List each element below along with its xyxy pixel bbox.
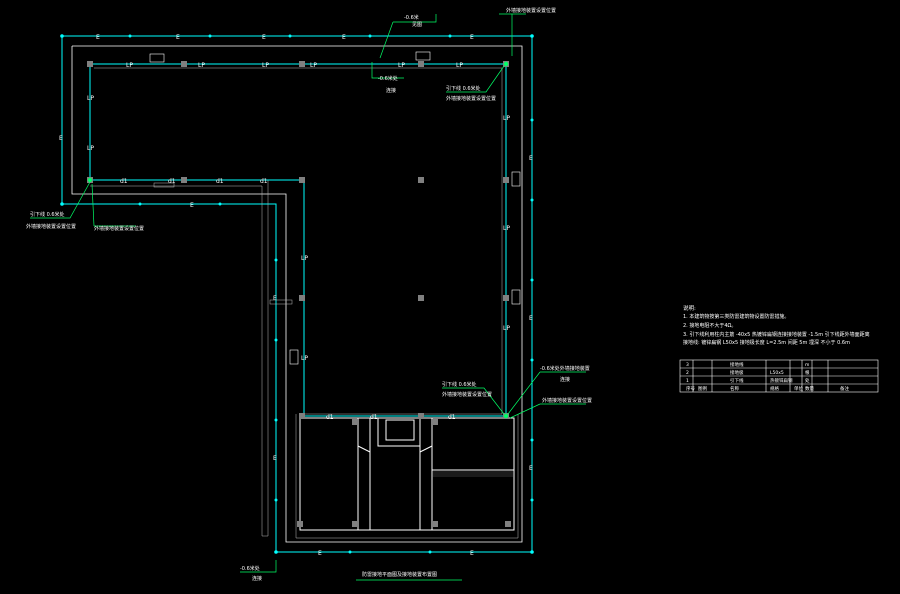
columns [87, 61, 511, 527]
svg-text:引下线 0.6米处: 引下线 0.6米处 [446, 85, 481, 92]
svg-text:引下线 0.6米处: 引下线 0.6米处 [30, 211, 65, 218]
svg-text:-0.6米处: -0.6米处 [240, 565, 260, 572]
callout-texts: -0.6米 见图 外墙接地装置设置位置 -0.6米处 连接 引下线 0.6米处 … [26, 7, 592, 582]
svg-text:d1: d1 [168, 178, 176, 185]
svg-text:E: E [96, 34, 100, 41]
svg-text:E: E [273, 295, 277, 302]
svg-text:E: E [470, 34, 474, 41]
svg-text:连接: 连接 [252, 575, 262, 582]
svg-text:E: E [470, 550, 474, 557]
svg-text:-0.6米处: -0.6米处 [378, 75, 398, 82]
notes-line-4: 接地线: 镀锌扁钢 L50x5 接地极长度 L=2.5m 间距 5m 埋深 不小… [683, 339, 850, 346]
svg-text:E: E [318, 550, 322, 557]
svg-text:E: E [59, 135, 63, 142]
legend-cell: 备注 [840, 385, 849, 392]
svg-text:E: E [342, 34, 346, 41]
svg-text:d1: d1 [120, 178, 128, 185]
svg-text:连接: 连接 [560, 376, 570, 383]
hatch-strip [432, 471, 514, 477]
svg-text:E: E [176, 34, 180, 41]
legend-cell: 图例 [698, 385, 707, 392]
notes-heading: 说明: [683, 304, 696, 312]
legend-cell: 2 [686, 370, 689, 376]
legend-cell: 3 [686, 362, 689, 368]
svg-text:LP: LP [398, 62, 405, 69]
svg-text:LP: LP [301, 255, 308, 262]
grounding-points [87, 61, 509, 419]
legend-cell: 处 [805, 377, 810, 384]
svg-text:LP: LP [87, 145, 94, 152]
notes-line-1: 1. 本建筑物按第三类防雷建筑物设置防雷措施。 [683, 313, 789, 320]
svg-text:LP: LP [87, 95, 94, 102]
legend-cell: 接地线 [730, 361, 744, 368]
svg-text:见图: 见图 [412, 22, 422, 28]
legend-table: 3 接地线 m 2 接地极 L50x5 根 1 引下线 热镀锌扁钢 处序号图例 名称 规格 单位数量 备注 [679, 359, 879, 393]
svg-text:LP: LP [301, 355, 308, 362]
grounding-ring [61, 35, 533, 553]
svg-text:d1: d1 [448, 414, 456, 421]
svg-text:E: E [529, 465, 533, 472]
ring-markers [60, 34, 534, 554]
notes-line-2: 2. 接地电阻不大于4Ω。 [683, 322, 736, 329]
svg-text:外墙接地装置设置位置: 外墙接地装置设置位置 [506, 7, 556, 14]
svg-text:LP: LP [262, 62, 269, 69]
svg-text:外墙接地装置设置位置: 外墙接地装置设置位置 [542, 397, 592, 404]
svg-text:外墙接地装置设置位置: 外墙接地装置设置位置 [446, 95, 496, 102]
svg-text:LP: LP [310, 62, 317, 69]
svg-text:d1: d1 [370, 414, 378, 421]
svg-text:E: E [273, 455, 277, 462]
ring-wire-codes: E E E E E E E E E E E E E E [59, 34, 533, 557]
svg-text:d1: d1 [260, 178, 268, 185]
svg-text:-0.6米: -0.6米 [404, 14, 419, 21]
svg-text:外墙接地装置设置位置: 外墙接地装置设置位置 [442, 391, 492, 398]
svg-text:-0.6米处外墙接地装置: -0.6米处外墙接地装置 [540, 365, 590, 372]
lp-codes: LP LP LP LP LP LP LP LP LP LP LP LP LP d… [87, 62, 510, 421]
legend-cell: 单位 [794, 385, 803, 392]
callout-leaders [30, 13, 586, 581]
svg-text:LP: LP [126, 62, 133, 69]
svg-text:LP: LP [503, 225, 510, 232]
legend-cell: 引下线 [730, 377, 744, 384]
legend-cell: 根 [805, 369, 810, 376]
legend-cell: 热镀锌扁钢 [770, 377, 793, 384]
svg-text:引下线 0.6米处: 引下线 0.6米处 [442, 381, 477, 388]
svg-text:LP: LP [503, 325, 510, 332]
svg-text:外墙接地装置设置位置: 外墙接地装置设置位置 [26, 223, 76, 230]
svg-text:E: E [190, 202, 194, 209]
legend-cell: 名称 [730, 385, 739, 392]
svg-text:外墙接地装置设置位置: 外墙接地装置设置位置 [94, 225, 144, 232]
legend-cell: 接地极 [730, 369, 744, 376]
svg-text:LP: LP [503, 115, 510, 122]
svg-text:E: E [529, 315, 533, 322]
svg-text:LP: LP [456, 62, 463, 69]
svg-text:防雷接地平面图及接地装置布置图: 防雷接地平面图及接地装置布置图 [362, 571, 437, 578]
legend-cell: 1 [686, 378, 689, 384]
legend-cell: m [805, 363, 809, 368]
svg-text:d1: d1 [326, 414, 334, 421]
legend-cell: 规格 [770, 385, 779, 392]
svg-text:d1: d1 [216, 178, 224, 185]
design-notes: 说明: 1. 本建筑物按第三类防雷建筑物设置防雷措施。 2. 接地电阻不大于4Ω… [683, 304, 870, 346]
test-boxes [149, 51, 521, 365]
legend-cell: L50x5 [770, 370, 784, 376]
svg-text:E: E [529, 155, 533, 162]
svg-text:LP: LP [198, 62, 205, 69]
svg-text:连接: 连接 [386, 87, 396, 94]
legend-cell: 数量 [805, 385, 814, 392]
legend-cell: 序号 [686, 385, 695, 392]
notes-line-3: 3. 引下线利用柱内主筋 -40x5 热镀锌扁钢连接接地装置 -1.5m 引下线… [683, 331, 870, 338]
svg-text:E: E [262, 34, 266, 41]
